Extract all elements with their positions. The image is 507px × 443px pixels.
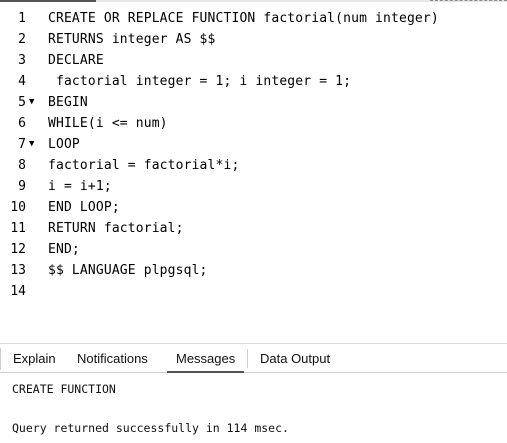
code-line[interactable]: 1 CREATE OR REPLACE FUNCTION factorial(nu… xyxy=(0,8,507,29)
tab-bar-left-divider xyxy=(0,348,1,370)
line-number: 14 xyxy=(10,284,26,299)
line-number: 12 xyxy=(10,242,26,257)
line-number: 13 xyxy=(10,263,26,278)
code-line[interactable]: 4 factorial integer = 1; i integer = 1; xyxy=(0,71,507,92)
code-line[interactable]: 12 END; xyxy=(0,239,507,260)
code-line[interactable]: 8 factorial = factorial*i; xyxy=(0,155,507,176)
line-number: 3 xyxy=(18,53,26,68)
code-line[interactable]: 7▼ LOOP xyxy=(0,134,507,155)
code-line[interactable]: 6 WHILE(i <= num) xyxy=(0,113,507,134)
line-number: 5 xyxy=(18,95,26,110)
code-text: factorial integer = 1; i integer = 1; xyxy=(48,74,352,89)
code-text: factorial = factorial*i; xyxy=(48,158,240,173)
line-number: 8 xyxy=(18,158,26,173)
line-number: 1 xyxy=(18,11,26,26)
line-number: 7 xyxy=(18,137,26,152)
code-line[interactable]: 3 DECLARE xyxy=(0,50,507,71)
code-text: WHILE(i <= num) xyxy=(48,116,168,131)
code-line[interactable]: 9 i = i+1; xyxy=(0,176,507,197)
tab-messages[interactable]: Messages xyxy=(167,344,249,373)
fold-toggle-icon[interactable]: ▼ xyxy=(29,97,35,107)
message-query-status: Query returned successfully in 114 msec. xyxy=(12,421,289,435)
code-line[interactable]: 5▼ BEGIN xyxy=(0,92,507,113)
code-text: END LOOP; xyxy=(48,200,120,215)
code-lines[interactable]: 1 CREATE OR REPLACE FUNCTION factorial(nu… xyxy=(0,8,507,302)
fold-toggle-icon[interactable]: ▼ xyxy=(29,139,35,149)
code-text: DECLARE xyxy=(48,53,104,68)
code-text: CREATE OR REPLACE FUNCTION factorial(num… xyxy=(48,11,439,26)
tab-data-output[interactable]: Data Output xyxy=(260,351,331,366)
results-tab-bar: Explain Notifications Messages Data Outp… xyxy=(0,343,507,373)
code-text: RETURNS integer AS $$ xyxy=(48,32,216,47)
line-number: 6 xyxy=(18,116,26,131)
code-line[interactable]: 13 $$ LANGUAGE plpgsql; xyxy=(0,260,507,281)
editor-top-divider xyxy=(430,0,507,1)
code-text: LOOP xyxy=(48,137,80,152)
code-text: RETURN factorial; xyxy=(48,221,184,236)
code-line[interactable]: 11 RETURN factorial; xyxy=(0,218,507,239)
line-number: 2 xyxy=(18,32,26,47)
line-number: 10 xyxy=(10,200,26,215)
code-text: BEGIN xyxy=(48,95,88,110)
code-line[interactable]: 10 END LOOP; xyxy=(0,197,507,218)
line-number: 11 xyxy=(10,221,26,236)
line-number: 4 xyxy=(18,74,26,89)
query-editor[interactable]: 1 CREATE OR REPLACE FUNCTION factorial(nu… xyxy=(0,0,507,330)
results-panel: Explain Notifications Messages Data Outp… xyxy=(0,343,507,443)
code-text: i = i+1; xyxy=(48,179,112,194)
tab-notifications[interactable]: Notifications xyxy=(77,351,148,366)
line-number: 9 xyxy=(18,179,26,194)
code-text: $$ LANGUAGE plpgsql; xyxy=(48,263,208,278)
code-text: END; xyxy=(48,242,80,257)
code-line[interactable]: 14 xyxy=(0,281,507,302)
message-create-function: CREATE FUNCTION xyxy=(12,382,116,396)
editor-tab-indicator xyxy=(0,0,96,2)
tab-explain[interactable]: Explain xyxy=(13,351,56,366)
code-line[interactable]: 2 RETURNS integer AS $$ xyxy=(0,29,507,50)
